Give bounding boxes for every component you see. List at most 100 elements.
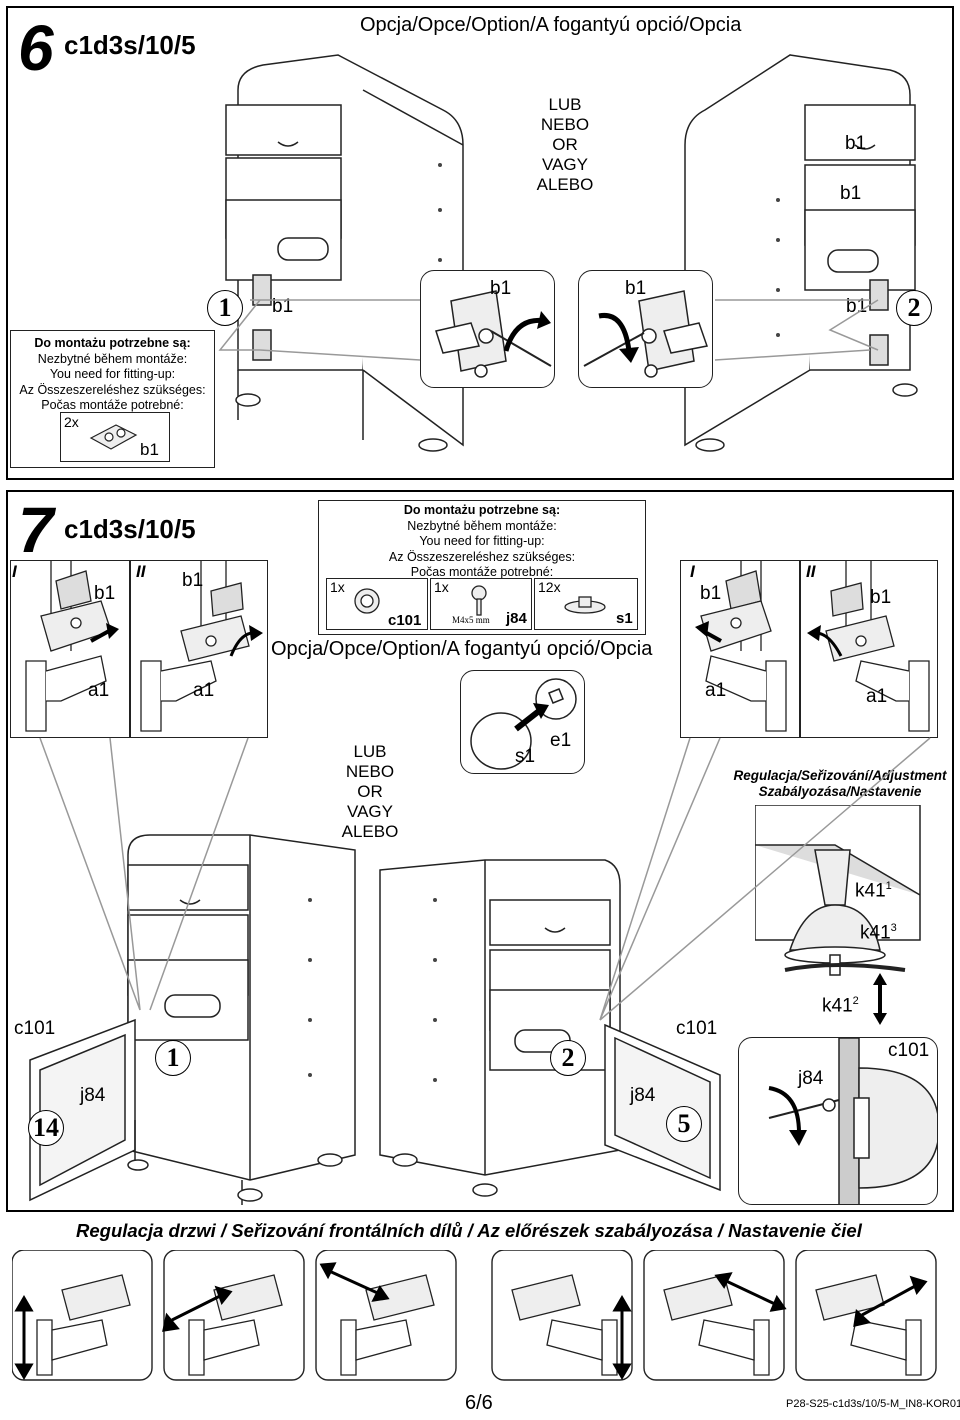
or-word: NEBO: [345, 762, 395, 781]
adjustment-title-line: Szabályozása/Nastavenie: [758, 784, 922, 799]
or-word: LUB: [548, 95, 582, 114]
label-b1: b1: [490, 278, 512, 299]
label-a1: a1: [866, 686, 888, 707]
roman-II: II: [136, 562, 146, 581]
hinge-box-II-left: [130, 560, 268, 738]
label-j84: j84: [80, 1085, 106, 1106]
hinge-box-I-left: [10, 560, 130, 738]
part-box-c101: [326, 578, 428, 630]
qty-label: 1x: [434, 579, 449, 595]
substep-number: 14: [28, 1110, 64, 1146]
pointer-lines: [39, 299, 931, 1021]
roman-I: I: [12, 562, 17, 581]
adjustment-title: Regulacja/Seřizování/Adjustment Szabályo…: [720, 768, 960, 800]
adjustment-title-line: Regulacja/Seřizování/Adjustment: [733, 768, 947, 783]
roman-I: I: [690, 562, 695, 581]
step7-code: c1d3s/10/5: [64, 514, 196, 544]
label-k41: k411: [855, 880, 892, 902]
cabinet-open-door-left: [10, 820, 360, 1210]
req-line: Nezbytné během montáže:: [37, 351, 188, 366]
step7-number: 7: [18, 494, 54, 566]
qty-label: 12x: [538, 579, 561, 595]
page-number: 6/6: [465, 1392, 493, 1414]
label-j84: j84: [798, 1068, 824, 1089]
step7-or-words: LUB NEBO OR VAGY ALEBO: [320, 742, 420, 842]
step6-number: 6: [18, 12, 54, 84]
label-b1: b1: [272, 296, 294, 317]
hinge-detail-box-1: [420, 270, 555, 388]
step6-code: c1d3s/10/5: [64, 30, 196, 60]
req-line: Do montażu potrzebne są:: [34, 336, 191, 350]
label-b1: b1: [625, 278, 647, 299]
door-adjust-title: Regulacja drzwi / Seřizování frontálních…: [76, 1220, 862, 1241]
k41-text: k41: [855, 880, 886, 902]
step6-panel: [6, 6, 954, 480]
label-b1: b1: [870, 587, 892, 608]
screw-size: M4x5 mm: [452, 615, 490, 625]
label-k41: k412: [822, 995, 859, 1017]
or-word: OR: [357, 782, 383, 801]
or-word: NEBO: [540, 115, 590, 134]
label-b1: b1: [700, 583, 722, 604]
label-b1: b1: [845, 133, 867, 154]
part-box-j84: [430, 578, 532, 630]
requirements-text: Do montażu potrzebne są: Nezbytné během …: [318, 503, 646, 581]
label-s1: s1: [616, 610, 633, 627]
label-a1: a1: [705, 680, 727, 701]
k41-text: k41: [822, 995, 853, 1017]
or-word: OR: [552, 135, 578, 154]
req-line: Do montażu potrzebne są:: [403, 503, 561, 517]
req-line: You need for fitting-up:: [419, 534, 545, 548]
label-c101: c101: [388, 612, 422, 629]
step7-option-title: Opcja/Opce/Option/A fogantyú opció/Opcia: [271, 638, 653, 660]
label-a1: a1: [193, 680, 215, 701]
label-e1: e1: [550, 730, 572, 751]
req-line: Az Összeszereléshez szükséges:: [19, 382, 206, 397]
label-b1: b1: [840, 183, 862, 204]
cabinet-illustration-right: [680, 50, 920, 460]
label-b1: b1: [140, 440, 159, 459]
step7-panel: [6, 490, 954, 1212]
k41-sup: 1: [885, 880, 892, 892]
k41-sup: 2: [852, 995, 859, 1007]
label-c101: c101: [14, 1018, 56, 1039]
label-s1: s1: [515, 746, 536, 767]
step6-option-title: Opcja/Opce/Option/A fogantyú opció/Opcia: [360, 14, 742, 36]
label-k41: k413: [860, 922, 897, 944]
label-j84: j84: [630, 1085, 656, 1106]
qty-label: 1x: [330, 579, 345, 595]
handle-detail-box: [460, 670, 585, 774]
roman-II: II: [806, 562, 816, 581]
or-word: VAGY: [542, 155, 588, 174]
req-line: Počas montáže potrebné:: [410, 565, 554, 579]
substep-number: 2: [896, 290, 932, 326]
step6-or-words: LUB NEBO OR VAGY ALEBO: [515, 95, 615, 195]
k41-text: k41: [860, 922, 891, 944]
label-a1: a1: [88, 680, 110, 701]
label-j84: j84: [506, 610, 527, 627]
or-word: ALEBO: [536, 175, 594, 194]
part-box-s1: [534, 578, 638, 630]
label-c101: c101: [676, 1018, 718, 1039]
leg-adjustment-illustration: [755, 805, 925, 1035]
label-b1: b1: [846, 296, 868, 317]
label-b1: b1: [182, 570, 204, 591]
door-adjust-strip: [12, 1250, 952, 1382]
qty-label: 2x: [64, 414, 79, 430]
substep-number: 1: [207, 290, 243, 326]
req-line: Počas montáže potrebné:: [41, 398, 184, 412]
req-line: Nezbytné během montáže:: [407, 518, 557, 533]
knob-detail-box: [738, 1037, 938, 1205]
substep-number: 1: [155, 1040, 191, 1076]
or-word: ALEBO: [341, 822, 399, 841]
label-c101: c101: [888, 1040, 930, 1061]
hinge-box-I-right: [680, 560, 800, 738]
document-code: P28-S25-c1d3s/10/5-M_IN8-KOR01: [786, 1398, 960, 1410]
hinge-detail-box-2: [578, 270, 713, 388]
or-word: VAGY: [347, 802, 393, 821]
req-line: Az Összeszereléshez szükséges:: [388, 549, 576, 564]
k41-sup: 3: [890, 922, 897, 934]
label-b1: b1: [94, 583, 116, 604]
requirements-text: Do montażu potrzebne są: Nezbytné během …: [10, 336, 215, 414]
req-line: You need for fitting-up:: [49, 367, 176, 381]
